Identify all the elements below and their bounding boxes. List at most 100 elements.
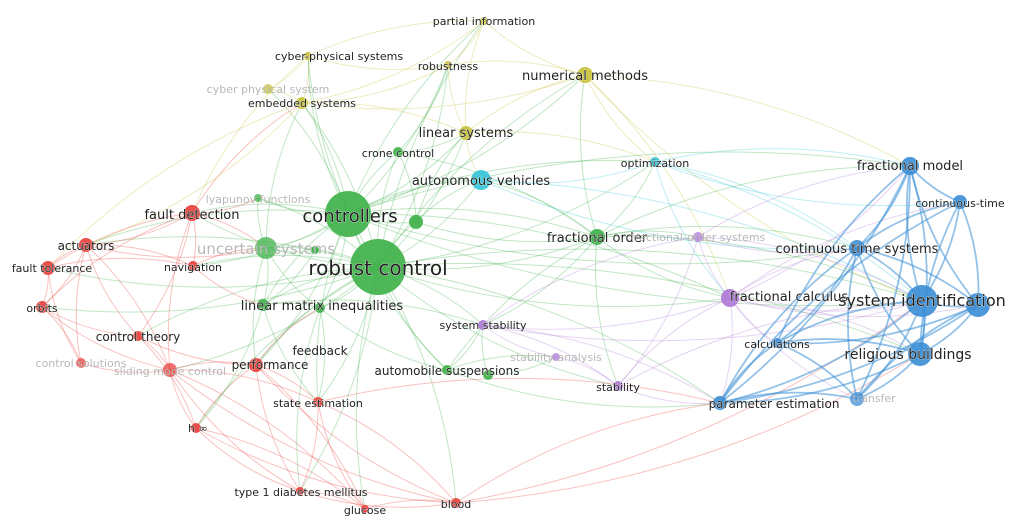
node-linear-matrix-inequalities[interactable] — [257, 299, 269, 311]
label-state-estimation[interactable]: state estimation — [273, 397, 363, 411]
label-fault-detection[interactable]: fault detection — [144, 208, 240, 224]
label-lyapunov-functions[interactable]: lyapunov functions — [206, 193, 311, 206]
label-optimization[interactable]: optimization — [620, 157, 689, 171]
node-blood[interactable] — [451, 498, 461, 508]
label-system-stability[interactable]: system stability — [439, 319, 527, 333]
node-stability[interactable] — [613, 381, 623, 391]
node-uncertain-systems[interactable] — [255, 237, 277, 259]
edge-robustness-linear-systems — [447, 64, 467, 134]
label-partial-information[interactable]: partial information — [432, 15, 535, 29]
label-fractional-model[interactable]: fractional model — [857, 159, 964, 175]
label-crone-control[interactable]: crone control — [361, 147, 434, 161]
label-cyber-physical-systems[interactable]: cyber-physical systems — [275, 50, 404, 64]
label-fault-tolerance[interactable]: fault tolerance — [12, 262, 93, 276]
node-automobile-suspensions[interactable] — [442, 365, 452, 375]
label-continuous-time[interactable]: continuous-time — [915, 197, 1005, 211]
node-robust-control[interactable] — [350, 239, 406, 295]
label-cyber-physical-system[interactable]: cyber physical system — [207, 83, 330, 96]
node-cyber-physical-system[interactable] — [263, 84, 273, 94]
node-performance[interactable] — [249, 358, 263, 372]
edge-partial-information-cyber-physical-systems — [307, 20, 485, 57]
label-transfer[interactable]: transfer — [852, 392, 896, 405]
node-fractional-model[interactable] — [901, 157, 919, 175]
node-green-small2[interactable] — [483, 370, 493, 380]
node-sliding-mode-control[interactable] — [163, 363, 177, 377]
label-h-infinity[interactable]: h ∞ — [188, 422, 208, 436]
label-embedded-systems[interactable]: embedded systems — [248, 97, 357, 111]
label-control-solutions[interactable]: control solutions — [36, 357, 127, 370]
node-feedback[interactable] — [315, 303, 325, 313]
label-fractional-calculus[interactable]: fractional calculus — [730, 290, 849, 306]
node-fractional-calculus[interactable] — [721, 289, 739, 307]
edge-uncertain-systems-performance — [252, 247, 267, 366]
node-navigation[interactable] — [188, 261, 198, 271]
label-numerical-methods[interactable]: numerical methods — [522, 69, 649, 85]
label-orbits[interactable]: orbits — [26, 302, 58, 316]
node-partial-information[interactable] — [480, 17, 488, 25]
node-control-theory[interactable] — [133, 331, 143, 341]
label-type-1-diabetes-mellitus[interactable]: type 1 diabetes mellitus — [234, 486, 368, 500]
label-calculations[interactable]: calculations — [744, 338, 810, 352]
label-actuators[interactable]: actuators — [57, 239, 115, 254]
edge-linear-systems-optimization — [465, 131, 656, 163]
label-autonomous-vehicles[interactable]: autonomous vehicles — [412, 174, 551, 190]
label-sliding-mode-control[interactable]: sliding mode control — [114, 365, 226, 378]
label-control-theory[interactable]: control theory — [95, 330, 180, 345]
label-uncertain-systems[interactable]: uncertain systems — [197, 240, 335, 258]
label-parameter-estimation[interactable]: parameter estimation — [708, 397, 840, 412]
label-performance[interactable]: performance — [231, 358, 309, 373]
label-fractional-order-systems[interactable]: fractional-order systems — [631, 231, 766, 244]
label-feedback[interactable]: feedback — [292, 344, 348, 359]
node-linear-systems[interactable] — [459, 126, 473, 140]
node-controllers[interactable] — [325, 191, 371, 237]
node-system-stability[interactable] — [478, 320, 488, 330]
node-control-solutions[interactable] — [76, 358, 86, 368]
label-robustness[interactable]: robustness — [418, 60, 479, 74]
node-fault-detection[interactable] — [184, 205, 200, 221]
node-blue-hub[interactable] — [966, 293, 990, 317]
node-h-infinity[interactable] — [191, 423, 201, 433]
edge-orbits-control-solutions — [41, 306, 82, 364]
node-cyber-physical-systems[interactable] — [304, 52, 312, 60]
node-fault-tolerance[interactable] — [41, 261, 55, 275]
label-continuous-time-systems[interactable]: continuous time systems — [775, 242, 939, 258]
node-numerical-methods[interactable] — [577, 67, 593, 83]
node-optimization[interactable] — [650, 157, 660, 167]
node-fractional-order[interactable] — [589, 229, 605, 245]
node-lyapunov-functions[interactable] — [254, 194, 262, 202]
node-religious-buildings[interactable] — [908, 342, 932, 366]
label-glucose[interactable]: glucose — [344, 504, 387, 518]
label-linear-systems[interactable]: linear systems — [418, 126, 514, 142]
node-crone-control[interactable] — [393, 147, 403, 157]
node-continuous-time[interactable] — [953, 195, 967, 209]
node-continuous-time-systems[interactable] — [849, 240, 865, 256]
node-parameter-estimation[interactable] — [713, 396, 727, 410]
node-robustness[interactable] — [444, 61, 452, 69]
label-stability[interactable]: stability — [596, 381, 641, 395]
node-fractional-order-systems[interactable] — [693, 232, 703, 242]
node-type-1-diabetes-mellitus[interactable] — [296, 487, 304, 495]
node-orbits[interactable] — [36, 301, 48, 313]
node-calculations[interactable] — [772, 338, 782, 348]
label-controllers[interactable]: controllers — [302, 206, 398, 228]
node-system-identification[interactable] — [906, 285, 938, 317]
node-autonomous-vehicles[interactable] — [471, 170, 491, 190]
edge-fractional-model-blue-hub — [909, 165, 979, 306]
node-actuators[interactable] — [79, 238, 93, 252]
node-stability-analysis[interactable] — [552, 353, 560, 361]
label-blood[interactable]: blood — [440, 498, 471, 512]
label-automobile-suspensions[interactable]: automobile suspensions — [374, 364, 520, 379]
node-embedded-systems[interactable] — [296, 97, 308, 109]
node-transfer[interactable] — [850, 392, 864, 406]
label-religious-buildings[interactable]: religious buildings — [844, 347, 972, 364]
node-green-hub[interactable] — [409, 215, 423, 229]
label-robust-control[interactable]: robust control — [308, 256, 448, 281]
node-green-small[interactable] — [311, 246, 319, 254]
label-linear-matrix-inequalities[interactable]: linear matrix inequalities — [240, 299, 404, 315]
label-navigation[interactable]: navigation — [164, 261, 223, 275]
label-system-identification[interactable]: system identification — [838, 291, 1006, 311]
label-fractional-order[interactable]: fractional order — [547, 231, 649, 247]
label-stability-analysis[interactable]: stability analysis — [510, 351, 602, 364]
node-glucose[interactable] — [361, 505, 369, 513]
node-state-estimation[interactable] — [313, 397, 323, 407]
